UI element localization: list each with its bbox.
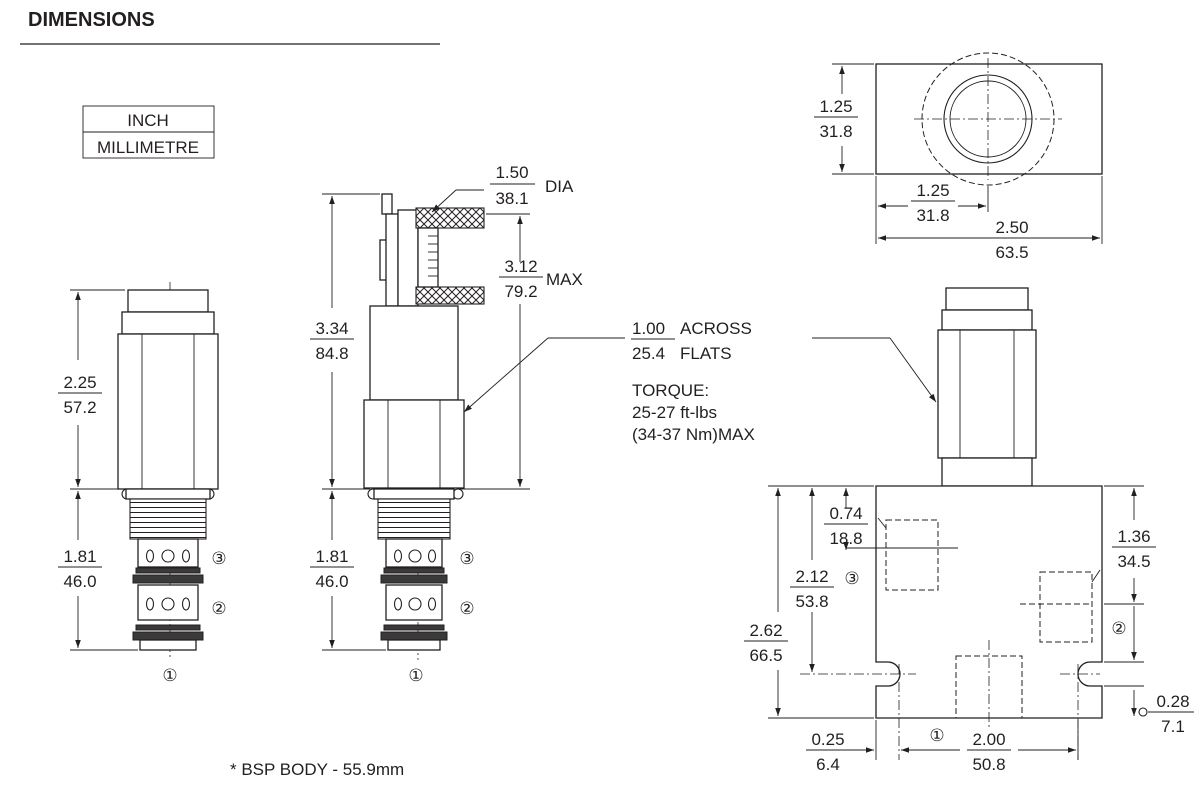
top-center-in: 1.25 bbox=[916, 181, 949, 200]
hex-in: 1.00 bbox=[632, 319, 665, 338]
top-height-in: 1.25 bbox=[819, 97, 852, 116]
knob-dia-mm: 38.1 bbox=[495, 189, 528, 208]
mount-offset-in: 0.25 bbox=[811, 730, 844, 749]
top-width-mm: 63.5 bbox=[995, 243, 1028, 262]
top-width-in: 2.50 bbox=[995, 218, 1028, 237]
port3-height-mm: 53.8 bbox=[795, 592, 828, 611]
adjuster-overall-mm: 84.8 bbox=[315, 344, 348, 363]
max-in: 3.12 bbox=[504, 257, 537, 276]
mount-spacing-in: 2.00 bbox=[972, 730, 1005, 749]
torque-label: TORQUE: bbox=[632, 381, 709, 400]
mount-hole-in: 0.28 bbox=[1156, 692, 1189, 711]
block-dimensions: 2.62 66.5 2.12 53.8 ③ 0.74 18.8 1.36 34.… bbox=[744, 485, 1194, 774]
block-top-view bbox=[875, 52, 1103, 186]
max-mm: 79.2 bbox=[504, 282, 537, 301]
max-suffix: MAX bbox=[546, 270, 583, 289]
mount-spacing-mm: 50.8 bbox=[972, 755, 1005, 774]
cartridge2-port-1: ① bbox=[408, 666, 423, 685]
units-legend: INCH MILLIMETRE bbox=[82, 105, 215, 159]
hex-in-suffix: ACROSS bbox=[680, 319, 752, 338]
block-port-1: ① bbox=[929, 726, 944, 745]
cartridge-port-1: ① bbox=[162, 666, 177, 685]
cartridge2-port-2: ② bbox=[459, 599, 474, 618]
torque-note: TORQUE: 25-27 ft-lbs (34-37 Nm)MAX bbox=[632, 381, 755, 444]
block-port-2: ② bbox=[1111, 619, 1126, 638]
cartridge-port-2: ② bbox=[211, 599, 226, 618]
cartridge-adjuster-view bbox=[363, 193, 485, 660]
units-mm: MILLIMETRE bbox=[97, 138, 199, 157]
port3-depth-in: 0.74 bbox=[829, 504, 862, 523]
port3-depth-mm: 18.8 bbox=[829, 529, 862, 548]
cartridge-nose-len-mm: 46.0 bbox=[63, 572, 96, 591]
port2-height-in: 1.36 bbox=[1117, 527, 1150, 546]
cartridge-body-len-in: 2.25 bbox=[63, 373, 96, 392]
cartridge-nose-len-in: 1.81 bbox=[63, 547, 96, 566]
mount-hole-mm: 7.1 bbox=[1161, 717, 1185, 736]
cartridge-port-3: ③ bbox=[211, 549, 226, 568]
top-center-mm: 31.8 bbox=[916, 206, 949, 225]
top-height-mm: 31.8 bbox=[819, 122, 852, 141]
adjuster-nose-len-mm: 46.0 bbox=[315, 572, 348, 591]
torque-value: 25-27 ft-lbs bbox=[632, 403, 717, 422]
cartridge-body-len-mm: 57.2 bbox=[63, 398, 96, 417]
cartridge-dimensions: 2.25 57.2 1.81 46.0 ③ ② ① bbox=[58, 289, 227, 685]
block-port-3: ③ bbox=[844, 569, 859, 588]
cartridge2-port-3: ③ bbox=[459, 549, 474, 568]
adjuster-nose-len-in: 1.81 bbox=[315, 547, 348, 566]
hex-mm-suffix: FLATS bbox=[680, 344, 732, 363]
knob-dia-in: 1.50 bbox=[495, 163, 528, 182]
port2-height-mm: 34.5 bbox=[1117, 552, 1150, 571]
port3-height-in: 2.12 bbox=[795, 567, 828, 586]
hex-note: 1.00 ACROSS 25.4 FLATS bbox=[631, 319, 752, 363]
knob-dia-suffix: DIA bbox=[545, 177, 574, 196]
torque-metric: (34-37 Nm)MAX bbox=[632, 425, 755, 444]
adjuster-overall-in: 3.34 bbox=[315, 319, 348, 338]
units-inch: INCH bbox=[127, 111, 169, 130]
mount-offset-mm: 6.4 bbox=[816, 755, 840, 774]
top-view-dimensions: 1.25 31.8 1.25 31.8 2.50 63.5 bbox=[814, 63, 1103, 262]
overall-height-in: 2.62 bbox=[749, 621, 782, 640]
adjuster-dimensions: 3.34 84.8 1.81 46.0 1.50 38.1 DIA 3.12 7… bbox=[310, 163, 937, 685]
overall-height-mm: 66.5 bbox=[749, 646, 782, 665]
page-title: DIMENSIONS bbox=[28, 9, 155, 31]
cartridge-side-view bbox=[117, 282, 219, 660]
block-front-view bbox=[800, 287, 1103, 760]
footnote: * BSP BODY - 55.9mm bbox=[230, 760, 404, 779]
hex-mm: 25.4 bbox=[632, 344, 665, 363]
